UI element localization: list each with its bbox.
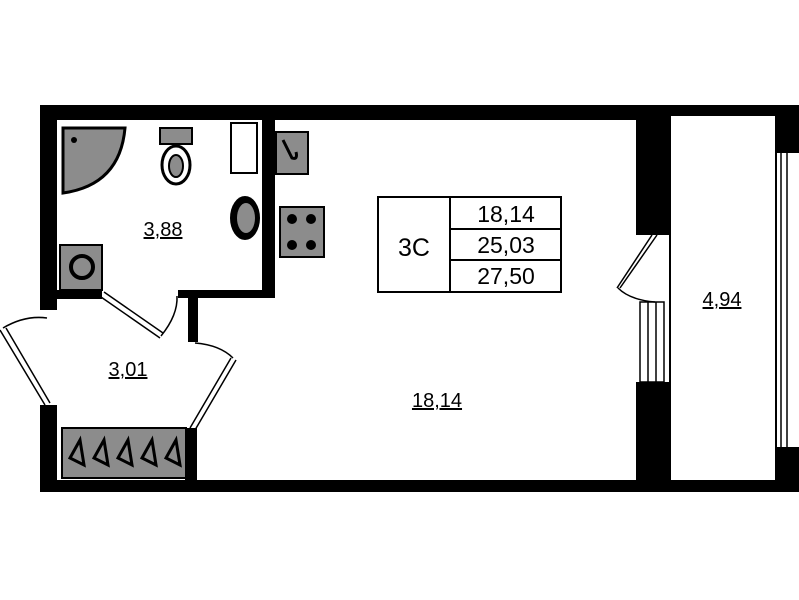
living-room-area-label: 18,14	[412, 390, 462, 412]
toilet-icon	[159, 127, 193, 186]
wardrobe-hangers	[61, 427, 187, 479]
apartment-type: 3С	[398, 234, 430, 262]
cabinet	[230, 122, 258, 174]
balcony-outline	[669, 114, 777, 482]
total-area-with-balcony: 27,50	[477, 263, 535, 289]
shower-cabin	[61, 126, 127, 195]
hallway-area-label: 3,01	[109, 359, 148, 381]
balcony-area-label: 4,94	[703, 289, 742, 311]
bathroom-area-label: 3,88	[144, 219, 183, 241]
entrance-door	[0, 316, 237, 431]
balcony-door	[616, 234, 665, 383]
kitchen-sink-icon	[275, 131, 309, 175]
area-summary-table: 3С 18,14 25,03 27,50	[377, 196, 562, 293]
living-area: 18,14	[477, 201, 535, 227]
washing-machine-icon	[59, 244, 103, 291]
walls	[40, 105, 799, 492]
balcony-window	[780, 153, 788, 447]
bathroom-door	[100, 291, 178, 339]
sink-icon	[230, 196, 260, 240]
stove-icon	[279, 206, 325, 258]
total-area: 25,03	[477, 232, 535, 258]
